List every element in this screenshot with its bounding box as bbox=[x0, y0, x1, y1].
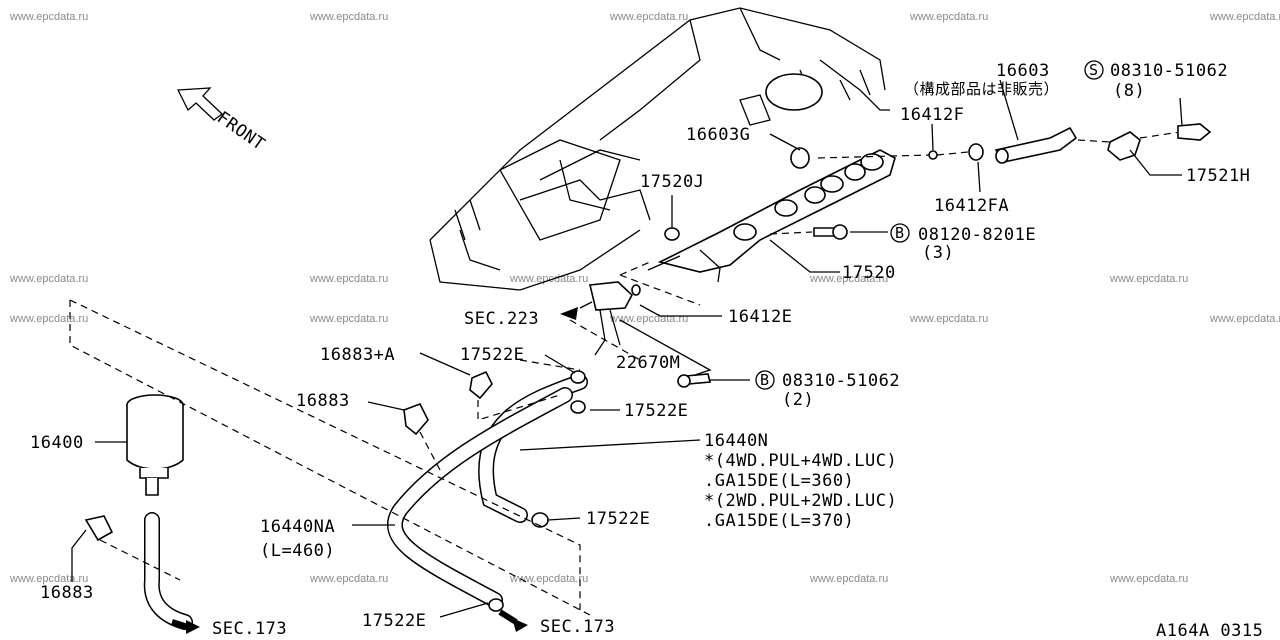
label-16440NA-len: (L=460) bbox=[260, 541, 335, 561]
label-22670M: 22670M bbox=[616, 353, 680, 373]
b-symbol-icon bbox=[755, 370, 775, 390]
label-16400: 16400 bbox=[30, 433, 84, 453]
clip-16883-lower bbox=[84, 515, 114, 542]
watermark: www.epcdata.ru bbox=[9, 11, 88, 23]
s-symbol-label: S bbox=[1089, 61, 1099, 79]
front-label: FRONT bbox=[213, 108, 268, 155]
sec-arrow-icon bbox=[186, 620, 200, 634]
watermark: www.epcdata.ru bbox=[9, 573, 88, 585]
watermark: www.epcdata.ru bbox=[1209, 11, 1280, 23]
label-16412FA: 16412FA bbox=[934, 196, 1009, 216]
part-labels: 16603 （構成部品は非販売） S 08310-51062 (8) 16412… bbox=[30, 61, 1263, 640]
label-16440N: 16440N bbox=[704, 431, 768, 451]
diagram-code: A164A 0315 bbox=[1156, 621, 1263, 640]
leader-lines bbox=[71, 79, 1183, 618]
watermark: www.epcdata.ru bbox=[509, 573, 588, 585]
clamp bbox=[570, 400, 586, 414]
watermark: www.epcdata.ru bbox=[609, 313, 688, 325]
label-16883-top: 16883 bbox=[296, 391, 350, 411]
label-b-bolt-1-qty: (3) bbox=[922, 243, 954, 263]
label-16440NA: 16440NA bbox=[260, 517, 335, 537]
label-17522E-a: 17522E bbox=[460, 345, 524, 365]
label-b-bolt-2: 08310-51062 bbox=[782, 371, 900, 391]
watermark: www.epcdata.ru bbox=[909, 313, 988, 325]
engine-outline bbox=[429, 7, 890, 291]
label-sec-173-left: SEC.173 bbox=[212, 619, 287, 639]
label-16883A: 16883+A bbox=[320, 345, 395, 365]
watermark: www.epcdata.ru bbox=[909, 11, 988, 23]
label-17521H: 17521H bbox=[1186, 166, 1250, 186]
label-note-jp: （構成部品は非販売） bbox=[904, 80, 1059, 98]
bolt-2 bbox=[677, 373, 712, 388]
s-symbol-icon bbox=[1084, 60, 1104, 80]
watermark: www.epcdata.ru bbox=[1209, 313, 1280, 325]
label-note-2: .GA15DE(L=360) bbox=[704, 471, 854, 491]
label-note-1: *(4WD.PUL+4WD.LUC) bbox=[704, 451, 897, 471]
sec-arrow-icon bbox=[560, 307, 578, 320]
clamp bbox=[531, 512, 549, 528]
fuel-rail bbox=[647, 149, 896, 283]
hose-clips bbox=[84, 370, 493, 542]
front-arrow: FRONT bbox=[176, 87, 269, 155]
label-16412E: 16412E bbox=[728, 307, 792, 327]
dashed-guides bbox=[69, 299, 591, 616]
watermark: www.epcdata.ru bbox=[309, 313, 388, 325]
label-note-3: *(2WD.PUL+2WD.LUC) bbox=[704, 491, 897, 511]
label-16603G: 16603G bbox=[686, 125, 750, 145]
fuel-hoses bbox=[386, 370, 588, 612]
label-s-bolt: 08310-51062 bbox=[1110, 61, 1228, 81]
watermark: www.epcdata.ru bbox=[809, 573, 888, 585]
label-17522E-d: 17522E bbox=[362, 611, 426, 631]
watermark: www.epcdata.ru bbox=[1109, 573, 1188, 585]
watermark-layer: www.epcdata.ru www.epcdata.ru www.epcdat… bbox=[9, 11, 1280, 585]
label-17520: 17520 bbox=[842, 263, 896, 283]
b-symbol-label: B bbox=[760, 371, 770, 389]
watermark: www.epcdata.ru bbox=[309, 11, 388, 23]
watermark: www.epcdata.ru bbox=[1109, 273, 1188, 285]
clip-16883A bbox=[469, 370, 493, 400]
watermark: www.epcdata.ru bbox=[809, 273, 888, 285]
label-17522E-b: 17522E bbox=[624, 401, 688, 421]
watermark: www.epcdata.ru bbox=[309, 573, 388, 585]
label-16883-bottom: 16883 bbox=[40, 583, 94, 603]
label-16412F: 16412F bbox=[900, 105, 964, 125]
label-b-bolt-1: 08120-8201E bbox=[918, 225, 1036, 245]
label-note-4: .GA15DE(L=370) bbox=[704, 511, 854, 531]
injector-assembly bbox=[790, 123, 1212, 169]
oil-filler-cap bbox=[765, 73, 823, 111]
clamp bbox=[488, 598, 504, 612]
b-symbol-label: B bbox=[895, 224, 905, 242]
part-17520J bbox=[664, 227, 680, 241]
b-symbol-icon bbox=[890, 223, 910, 243]
label-17522E-c: 17522E bbox=[586, 509, 650, 529]
label-17520J: 17520J bbox=[640, 172, 704, 192]
watermark: www.epcdata.ru bbox=[509, 273, 588, 285]
watermark: www.epcdata.ru bbox=[609, 11, 688, 23]
label-b-bolt-2-qty: (2) bbox=[782, 390, 814, 410]
watermark: www.epcdata.ru bbox=[9, 313, 88, 325]
label-sec-223: SEC.223 bbox=[464, 309, 539, 329]
front-arrow-icon bbox=[176, 87, 224, 121]
watermark: www.epcdata.ru bbox=[309, 273, 388, 285]
clamp bbox=[570, 370, 586, 384]
rail-bolts bbox=[769, 224, 848, 240]
clip-16883 bbox=[403, 402, 429, 436]
label-sec-173-right: SEC.173 bbox=[540, 617, 615, 637]
label-16603: 16603 bbox=[996, 61, 1050, 81]
fuel-filter bbox=[113, 368, 193, 630]
label-s-bolt-qty: (8) bbox=[1113, 81, 1145, 101]
watermark: www.epcdata.ru bbox=[9, 273, 88, 285]
